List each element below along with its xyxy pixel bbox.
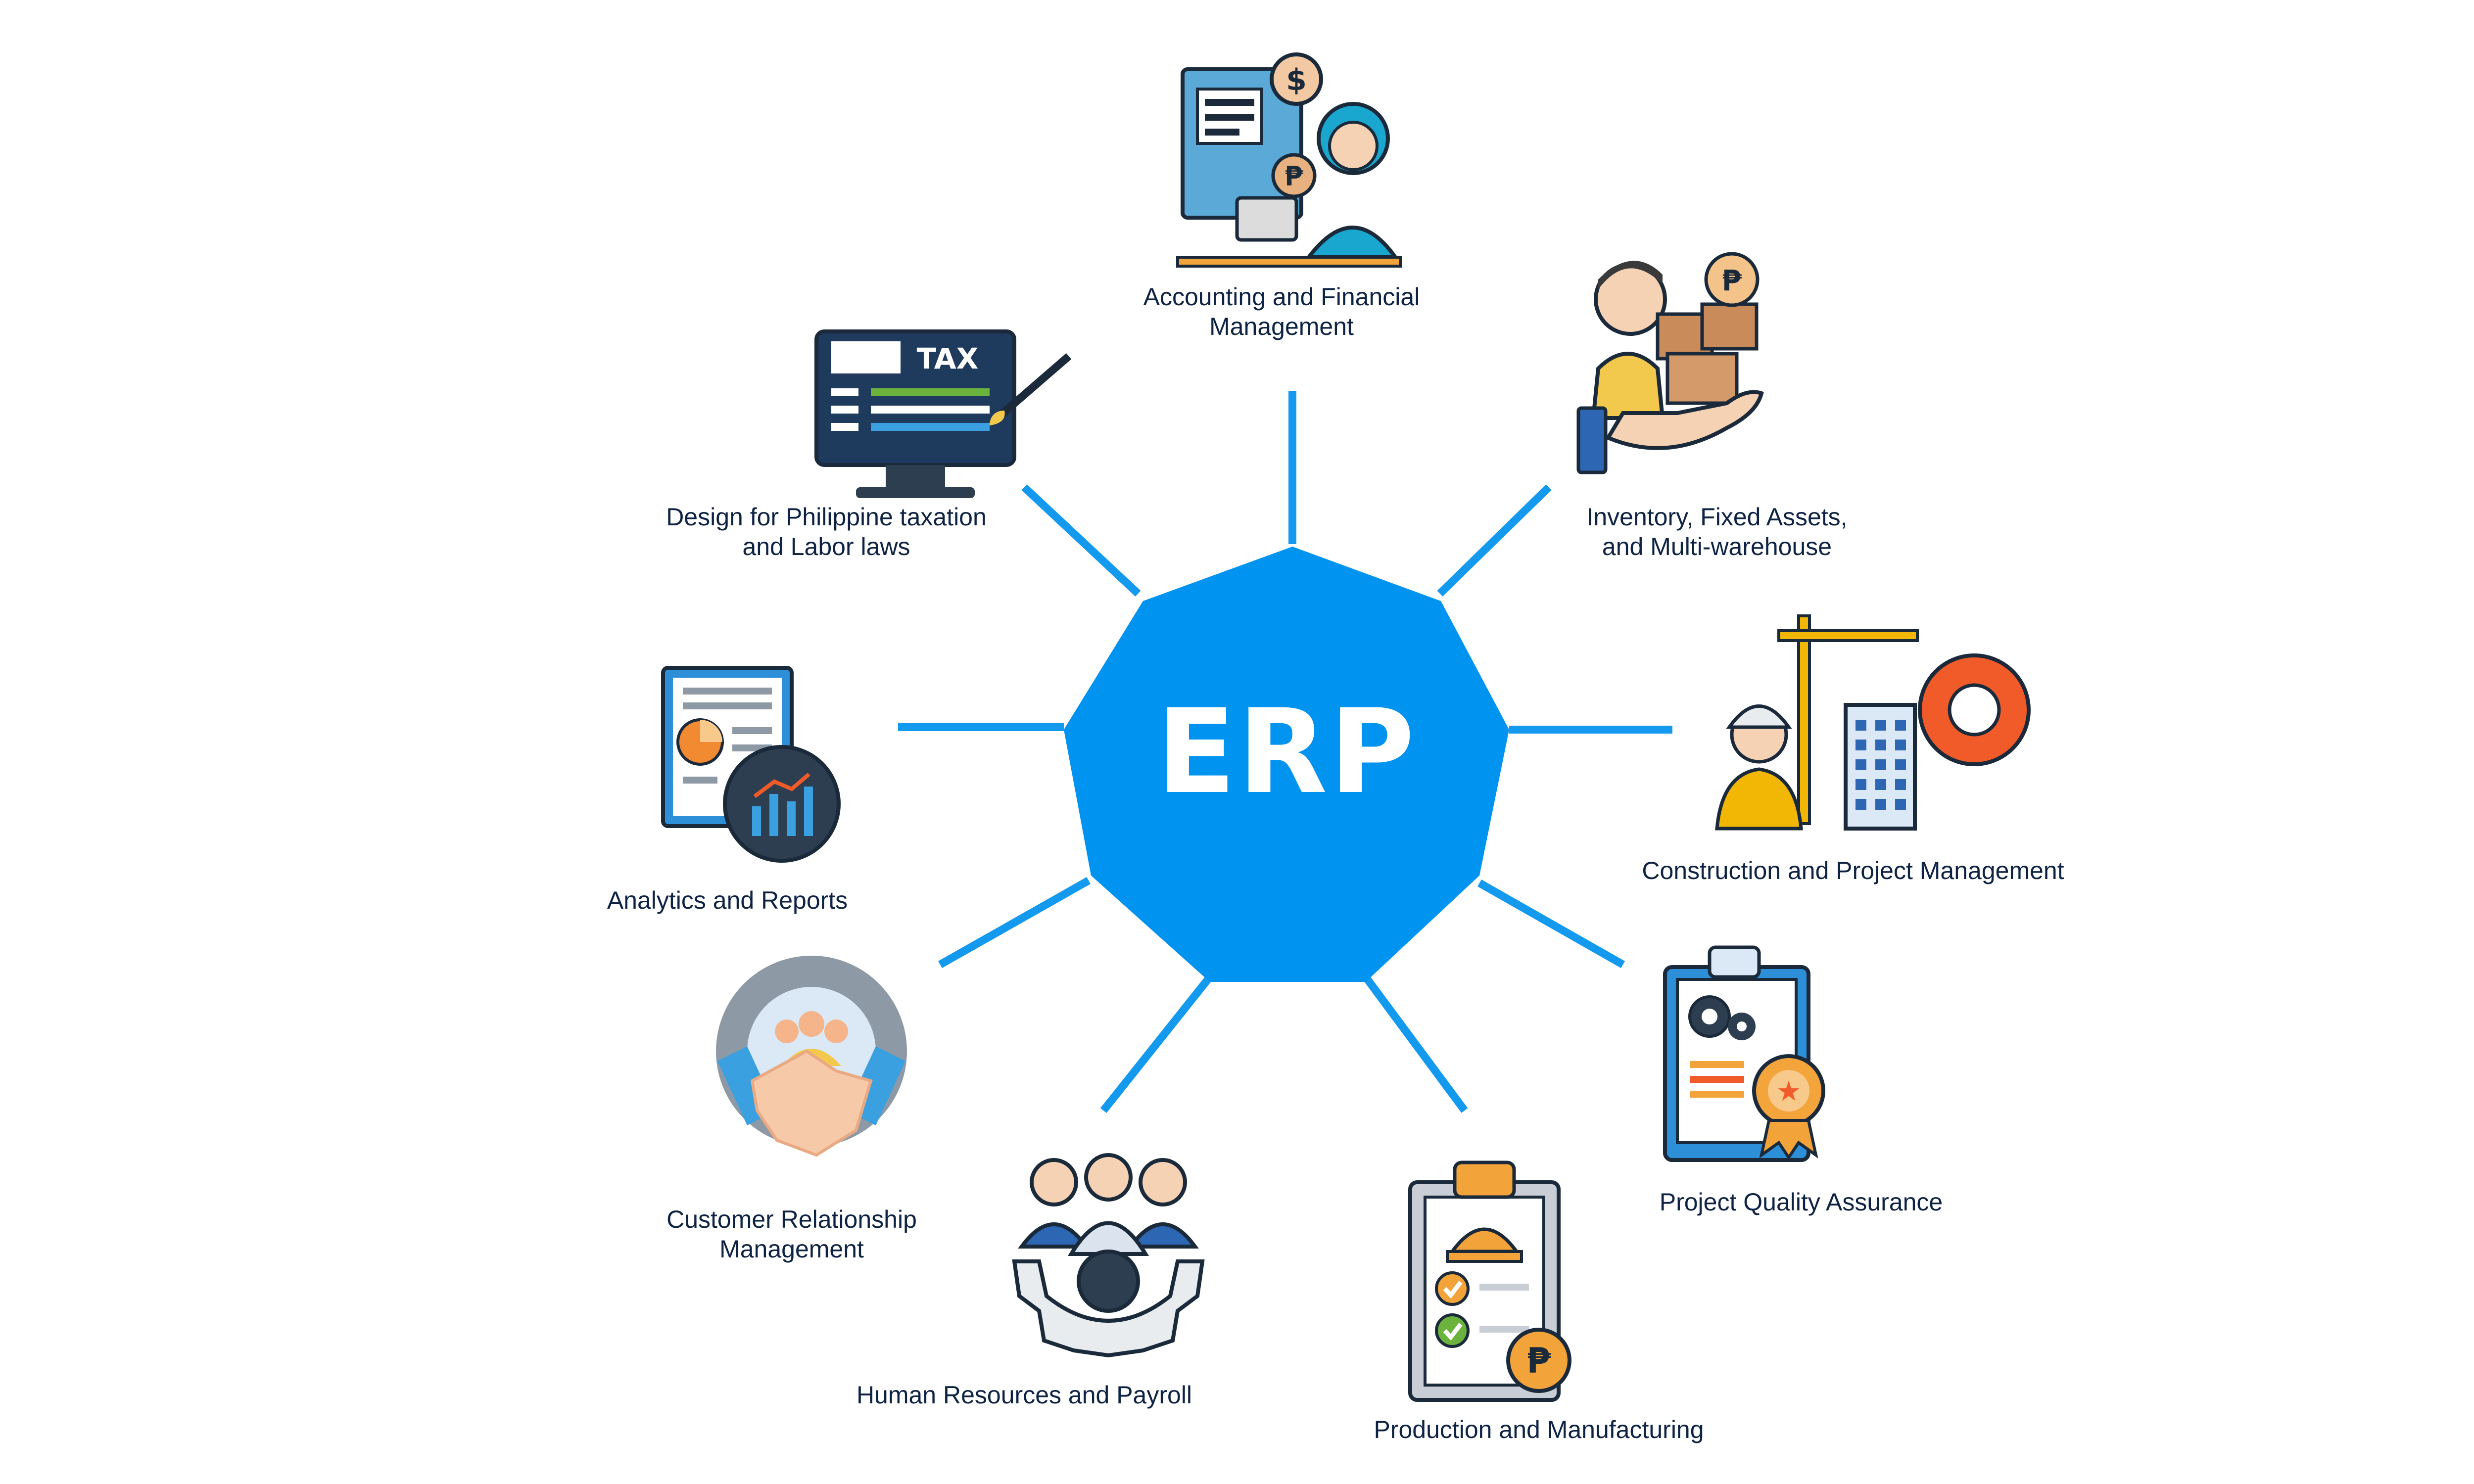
svg-text:★: ★ bbox=[1776, 1075, 1801, 1108]
module-label-inventory: Inventory, Fixed Assets, and Multi-wareh… bbox=[1586, 503, 1848, 560]
svg-text:TAX: TAX bbox=[917, 342, 979, 375]
spoke-hr bbox=[1100, 974, 1213, 1113]
spoke-inventory bbox=[1437, 484, 1552, 597]
tax-monitor-icon: TAX bbox=[814, 329, 1072, 498]
spoke-crm bbox=[938, 877, 1091, 968]
spoke-quality bbox=[1477, 880, 1625, 968]
svg-text:₱: ₱ bbox=[1285, 161, 1303, 192]
handshake-gear-icon bbox=[716, 956, 907, 1157]
production-clipboard-icon: ₱ bbox=[1408, 1160, 1571, 1402]
spokes bbox=[898, 391, 1672, 1113]
construction-icon bbox=[1715, 614, 2031, 831]
svg-text:₱: ₱ bbox=[1527, 1341, 1551, 1381]
module-label-analytics: Analytics and Reports bbox=[607, 886, 848, 914]
inventory-hand-icon: ₱ bbox=[1576, 252, 1764, 474]
team-gear-icon bbox=[1012, 1153, 1205, 1358]
module-label-tax: Design for Philippine taxation and Labor… bbox=[666, 503, 987, 560]
module-label-crm: Customer Relationship Management bbox=[666, 1206, 917, 1263]
report-analytics-icon bbox=[661, 666, 841, 863]
module-label-production: Production and Manufacturing bbox=[1374, 1416, 1704, 1443]
spoke-production bbox=[1362, 974, 1468, 1113]
quality-clipboard-icon: ★ bbox=[1663, 945, 1825, 1162]
erp-hub bbox=[1064, 547, 1509, 982]
svg-text:$: $ bbox=[1286, 63, 1307, 97]
erp-hub-label: ERP bbox=[1156, 684, 1417, 820]
spoke-tax bbox=[1021, 484, 1141, 597]
module-label-construction: Construction and Project Management bbox=[1642, 857, 2064, 884]
svg-text:₱: ₱ bbox=[1722, 264, 1742, 297]
accountant-icon: $ ₱ bbox=[1176, 52, 1402, 268]
module-label-quality: Project Quality Assurance bbox=[1659, 1188, 1943, 1216]
module-label-hr: Human Resources and Payroll bbox=[856, 1381, 1192, 1409]
module-label-accounting: Accounting and Financial Management bbox=[1143, 283, 1420, 340]
